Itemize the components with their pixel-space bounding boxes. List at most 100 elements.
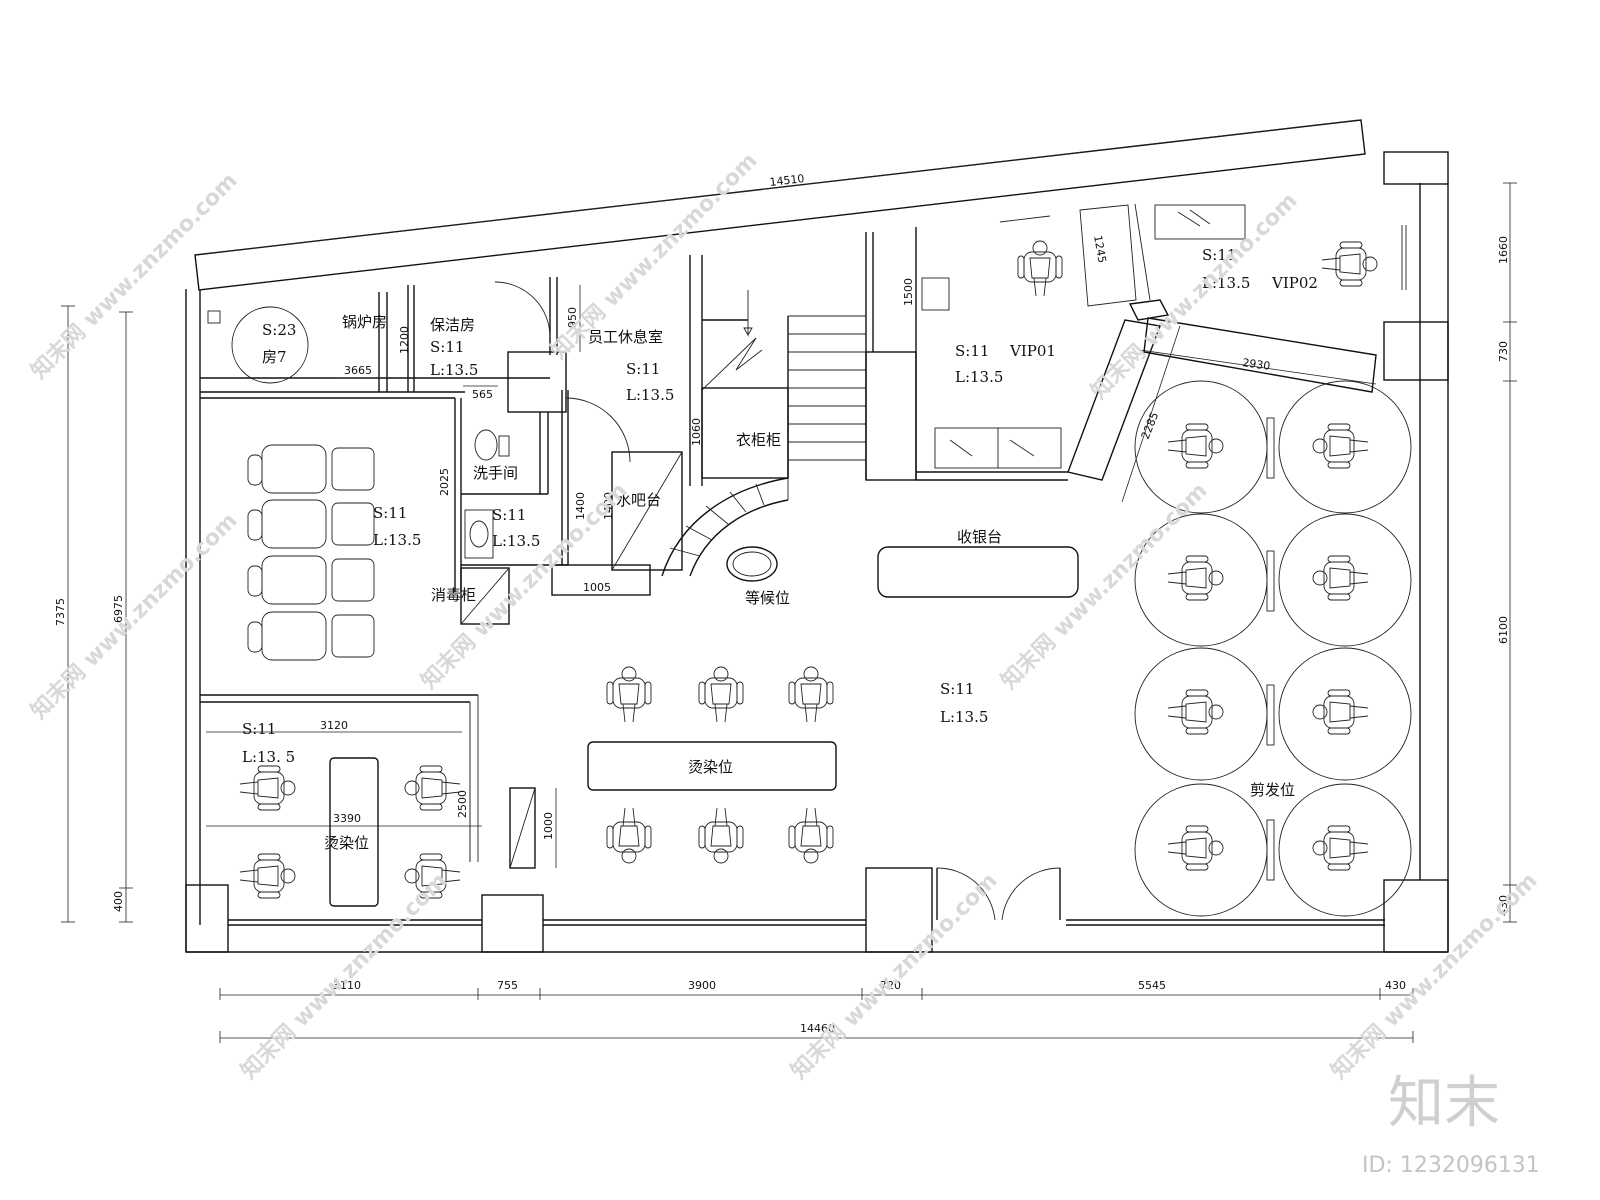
chair-figure (698, 807, 744, 864)
waiting-label: 等候位 (745, 589, 790, 607)
watermark-text-9: 知末网 www.znzmo.com (1326, 868, 1543, 1085)
cleaning-code-s: S:11 (430, 338, 464, 356)
left-dye-table (329, 757, 379, 907)
dim-950: 950 (566, 307, 579, 328)
shampoo-beds (247, 444, 375, 661)
chair-figure (788, 666, 834, 723)
dye-left-label: 烫染位 (324, 834, 369, 852)
watermark: 知末网 www.znzmo.com 知末网 www.znzmo.com 知末网 … (26, 148, 1543, 1178)
watermark-text-7: 知末网 www.znzmo.com (786, 868, 1003, 1085)
chair-figure (606, 666, 652, 723)
dim-right-bottom: 430 (1497, 895, 1510, 916)
furniture (231, 240, 1412, 917)
watermark-id: ID: 1232096131 (1362, 1153, 1540, 1178)
wc-label: 洗手间 (473, 464, 518, 482)
dim-1245: 1245 (1091, 234, 1109, 264)
dim-right-mid: 730 (1497, 341, 1510, 362)
boiler-code: S:23 (262, 321, 296, 339)
wash-basin (464, 509, 494, 559)
dim-top-slant: 14510 (769, 172, 805, 189)
dim-1005: 1005 (583, 581, 611, 594)
room-labels: 锅炉房 S:23 房7 保洁房 S:11 L:13.5 员工休息室 S:11 L… (242, 246, 1318, 852)
watermark-text-5: 知末网 www.znzmo.com (1086, 188, 1303, 405)
toilet (474, 429, 498, 461)
watermark-text-8: 知末网 www.znzmo.com (236, 868, 453, 1085)
dim-1400-a: 1400 (574, 492, 587, 520)
dim-left-inner: 6975 (112, 595, 125, 623)
chairs (239, 240, 1378, 899)
dimensions: 14510 3110 755 3900 720 5545 430 14460 7… (54, 119, 1517, 1043)
chair-figure (404, 853, 461, 899)
dye-table (587, 741, 837, 791)
vip01-chair (921, 277, 950, 311)
chair-figure (1312, 555, 1369, 601)
cleaning-room-label: 保洁房 (430, 316, 475, 334)
dim-2930: 2930 (1242, 356, 1272, 373)
dim-bottom-6: 430 (1385, 979, 1406, 992)
chair-figure (1167, 825, 1224, 871)
cleaning-code-l: L:13.5 (430, 361, 478, 379)
shampoo-code-s: S:11 (373, 504, 407, 522)
boiler-extra: 房7 (262, 348, 287, 366)
vip02-label: VIP02 (1271, 274, 1318, 292)
vip01-label: VIP01 (1009, 342, 1056, 360)
cashier-counter (877, 546, 1079, 598)
dim-bottom-total: 14460 (800, 1022, 835, 1035)
cutting-stations (1134, 380, 1412, 917)
dim-bottom-4: 720 (880, 979, 901, 992)
vip01-code-s: S:11 (955, 342, 989, 360)
chair-figure (1017, 240, 1063, 297)
vip01-code-l: L:13.5 (955, 368, 1003, 386)
lounge-code-s: S:11 (242, 720, 276, 738)
chair-figure (1312, 825, 1369, 871)
chair-figure (1167, 555, 1224, 601)
shampoo-code-l: L:13.5 (373, 531, 421, 549)
dim-2025: 2025 (438, 468, 451, 496)
locker-label: 衣柜柜 (736, 431, 781, 449)
interior-walls (200, 203, 1407, 921)
wc-code-l: L:13.5 (492, 532, 540, 550)
vip02-code-l: L:13.5 (1202, 274, 1250, 292)
lounge-code-l: L:13. 5 (242, 748, 295, 766)
chair-figure (1312, 689, 1369, 735)
vip02-code-s: S:11 (1202, 246, 1236, 264)
dim-2285: 2285 (1139, 410, 1162, 441)
disinfect-label: 消毒柜 (431, 586, 476, 604)
chair-figure (698, 666, 744, 723)
wc-code-s: S:11 (492, 506, 526, 524)
dim-bottom-1: 3110 (333, 979, 361, 992)
chair-figure (404, 765, 461, 811)
staff-rest-code-l: L:13.5 (626, 386, 674, 404)
watermark-text-1: 知末网 www.znzmo.com (26, 168, 243, 385)
chair-figure (606, 807, 652, 864)
chair-figure (1167, 689, 1224, 735)
staff-rest-label: 员工休息室 (588, 328, 663, 346)
cashier-label: 收银台 (957, 528, 1002, 546)
dim-left-bottom: 400 (112, 891, 125, 912)
water-bar-label: 水吧台 (616, 491, 661, 509)
boiler-tank (231, 306, 309, 384)
watermark-text-6: 知末网 www.znzmo.com (996, 478, 1213, 695)
watermark-brand: 知末 (1388, 1071, 1500, 1136)
dim-bottom-3: 3900 (688, 979, 716, 992)
boiler-room-label: 锅炉房 (342, 313, 387, 331)
stair-treads (788, 315, 866, 461)
dim-1000: 1000 (542, 812, 555, 840)
staff-rest-code-s: S:11 (626, 360, 660, 378)
dim-right-main: 6100 (1497, 616, 1510, 644)
main-code-l: L:13.5 (940, 708, 988, 726)
dim-1200: 1200 (398, 326, 411, 354)
chair-figure (788, 807, 834, 864)
dim-565: 565 (472, 388, 493, 401)
dim-1060: 1060 (690, 418, 703, 446)
cut-label: 剪发位 (1250, 781, 1295, 799)
dim-1500: 1500 (902, 278, 915, 306)
chair-figure (1312, 423, 1369, 469)
dim-1400-b: 1400 (602, 492, 615, 520)
waiting-seat (726, 546, 778, 582)
dim-3390: 3390 (333, 812, 361, 825)
dye-center-label: 烫染位 (688, 758, 733, 776)
main-code-s: S:11 (940, 680, 974, 698)
chair-figure (239, 765, 296, 811)
